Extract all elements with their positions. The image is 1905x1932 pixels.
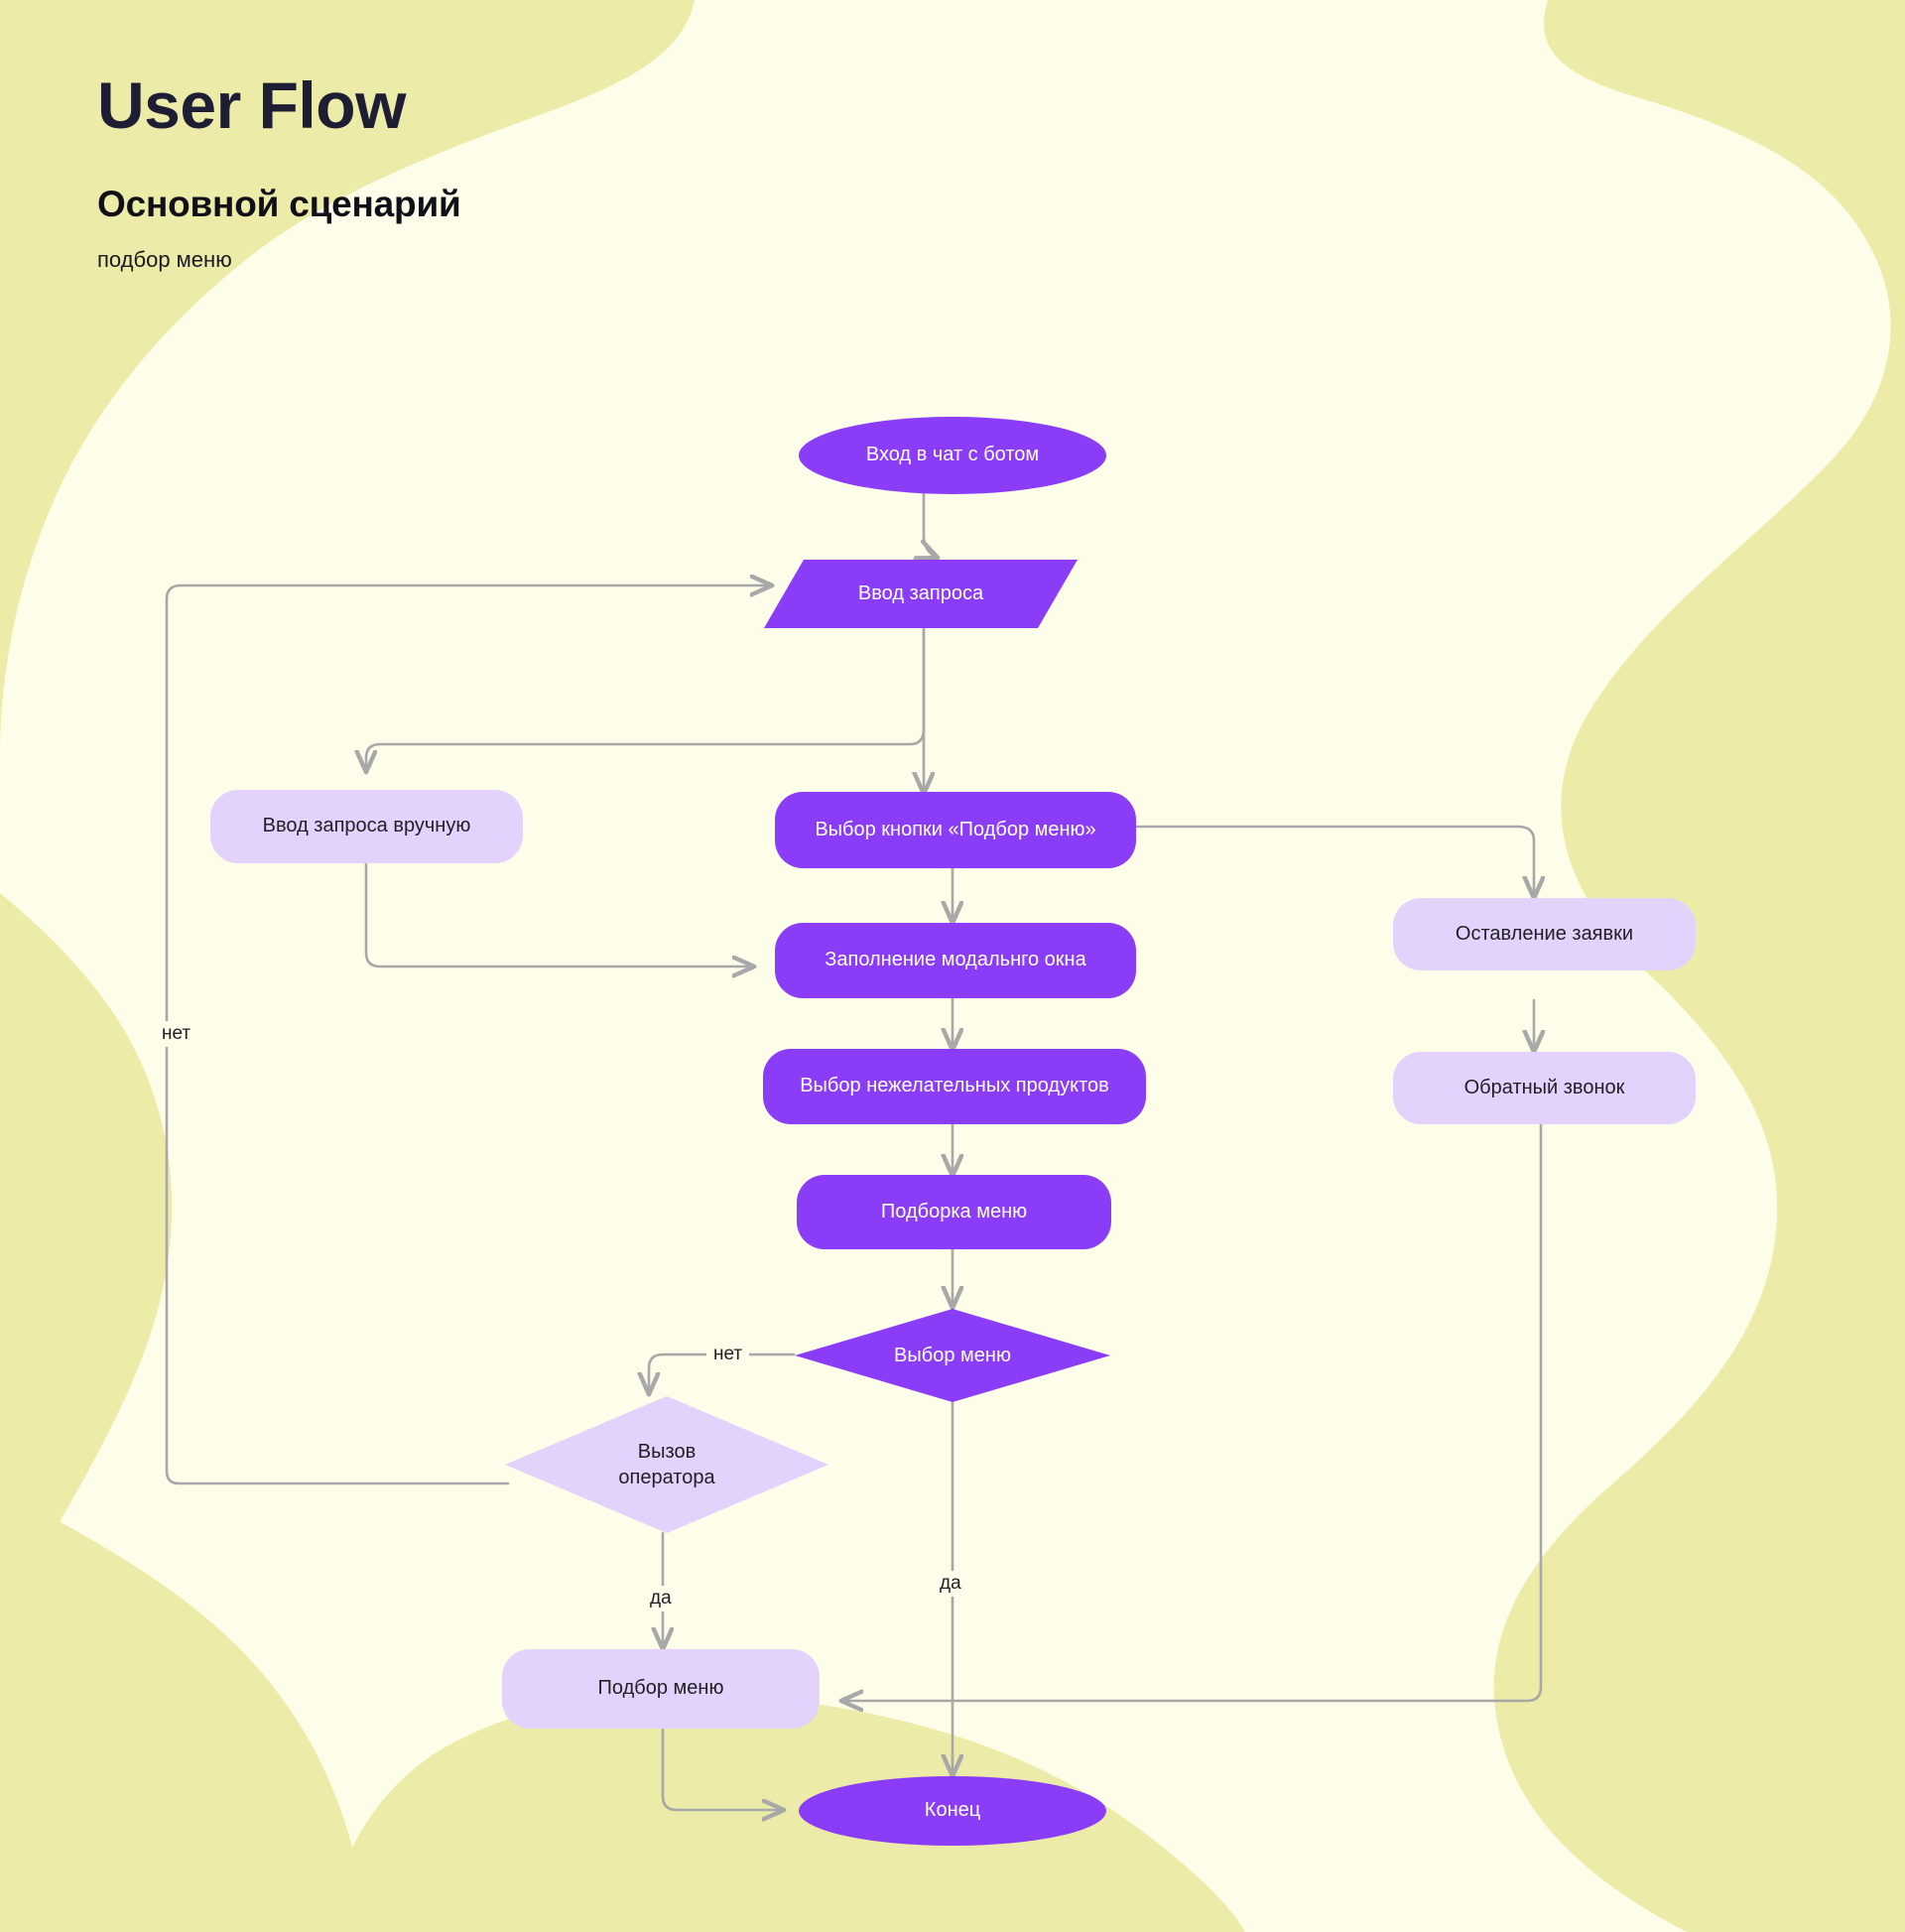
edge-label-no-left: нет [155,1021,198,1047]
page-header: User Flow Основной сценарий подбор меню [97,68,461,273]
node-menu-selection[interactable]: Подборка меню [797,1175,1111,1249]
node-leave-request[interactable]: Оставление заявки [1393,898,1696,970]
node-start-label: Вход в чат с ботом [865,444,1040,466]
diamond-shape [505,1396,828,1533]
diamond-shape [795,1309,1110,1402]
node-manual-input[interactable]: Ввод запроса вручную [210,790,523,863]
node-modal-fill[interactable]: Заполнение модальнго окна [775,923,1136,998]
edge-label-yes-call-operator: да [643,1586,679,1611]
node-callback[interactable]: Обратный звонок [1393,1052,1696,1124]
node-pick-menu[interactable]: Подбор меню [502,1649,820,1729]
node-call-operator-label: Вызов оператора [618,1441,715,1488]
node-callback-label: Обратный звонок [1463,1076,1625,1098]
node-menu-selection-label: Подборка меню [880,1200,1028,1223]
node-button-pick-menu[interactable]: Выбор кнопки «Подбор меню» [775,792,1136,868]
node-unwanted-products-label: Выбор нежелательных продуктов [800,1075,1109,1097]
node-input[interactable]: Ввод запроса [762,558,1080,630]
node-choose-menu[interactable]: Выбор меню [794,1308,1111,1403]
node-unwanted-products[interactable]: Выбор нежелательных продуктов [763,1049,1146,1124]
node-call-operator[interactable]: Вызов оператора [504,1395,829,1534]
node-button-pick-menu-label: Выбор кнопки «Подбор меню» [815,818,1096,840]
edge-label-no-choose-menu: нет [706,1342,750,1367]
node-start[interactable]: Вход в чат с ботом [799,417,1106,494]
page-subtitle: Основной сценарий [97,184,461,225]
node-pick-menu-label: Подбор меню [597,1677,724,1700]
node-manual-input-label: Ввод запроса вручную [262,815,471,837]
node-end-label: Конец [924,1799,981,1822]
edge-label-yes-choose-menu: да [933,1571,968,1597]
node-choose-menu-label: Выбор меню [894,1345,1011,1366]
parallelogram-shape [764,560,1078,628]
node-modal-fill-label: Заполнение модальнго окна [825,949,1086,971]
node-input-label: Ввод запроса [857,582,984,604]
node-leave-request-label: Оставление заявки [1455,922,1634,945]
node-end[interactable]: Конец [799,1776,1106,1846]
page-caption: подбор меню [97,247,232,273]
page-title: User Flow [97,68,406,142]
